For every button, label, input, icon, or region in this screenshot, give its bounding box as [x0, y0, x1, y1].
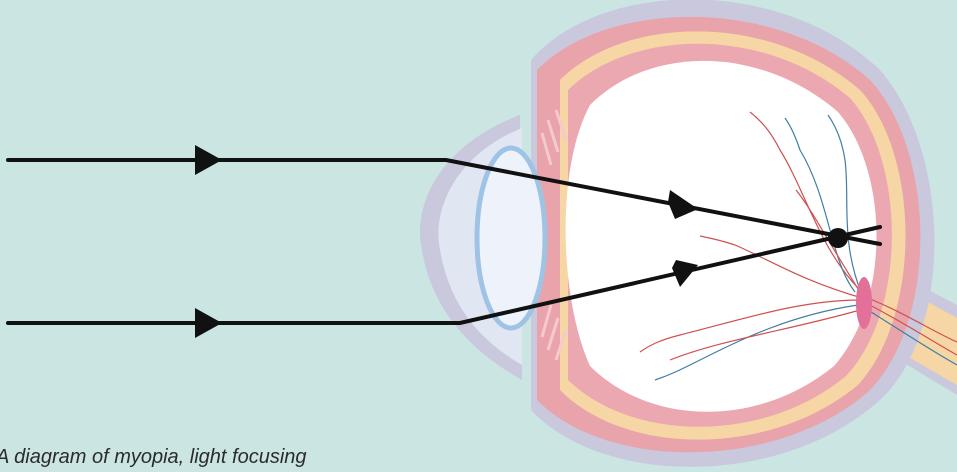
eyeball [531, 0, 934, 467]
focal-point-icon [828, 228, 848, 248]
lens [477, 148, 545, 328]
diagram-caption: A diagram of myopia, light focusing [0, 446, 307, 469]
arrow-right-icon [195, 308, 222, 338]
arrow-right-icon [195, 145, 222, 175]
optic-disc [856, 277, 872, 329]
